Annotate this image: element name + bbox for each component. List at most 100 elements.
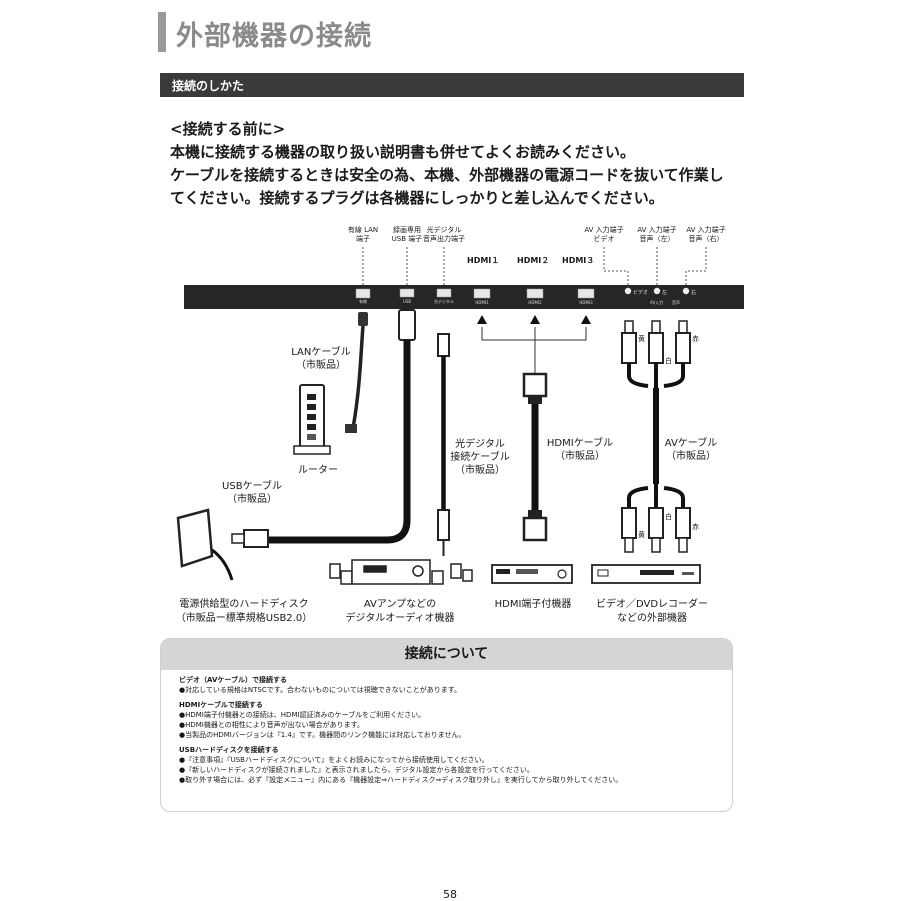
panel-hdmi1-label: HDMI1 (475, 300, 489, 305)
lan-plug-router (345, 424, 357, 433)
usb-cable-label-2: （市販品） (227, 494, 277, 505)
video-jack (624, 287, 632, 295)
av-left-port-label-1: AV 入力端子 (637, 226, 677, 234)
hdd-label-2: （市販品ー標準規格USB2.0） (175, 613, 313, 624)
router-illustration (293, 384, 331, 455)
hdmi3-arrow (581, 315, 591, 324)
hdmi3-label: HDMI３ (562, 256, 595, 265)
panel-hdmi3-label: HDMI3 (579, 300, 593, 305)
plug-red-bottom: 赤 (692, 523, 699, 531)
hdd-label: 電源供給型のハードディスク （市販品ー標準規格USB2.0） (164, 598, 324, 626)
notes-body: ビデオ（AVケーブル）で接続する ●対応している規格はNTSCです。合わないもの… (161, 670, 732, 785)
optical-port-label-2: 音声出力端子 (423, 235, 465, 243)
usb-port (399, 288, 415, 298)
optical-plug (437, 333, 450, 357)
usb-cable (268, 340, 411, 544)
notes-item: ●HDMI機器との相性により音声が出ない場合があります。 (179, 721, 364, 729)
notes-group-heading: ビデオ（AVケーブル）で接続する (179, 676, 287, 684)
notes-item: ●『新しいハードディスクが接続されました』と表示されましたら、デジタル設定から各… (179, 766, 534, 774)
page-number: 58 (443, 888, 457, 901)
usb-cable-label: USBケーブル （市販品） (210, 480, 294, 506)
lan-port-label: 有線 LAN 端子 (335, 226, 391, 244)
panel-left-label: 左 (662, 290, 668, 296)
plug-white-bottom: 白 (665, 513, 672, 521)
usb-port-label-2: USB 端子 (391, 235, 423, 243)
router-label: ルーター (298, 465, 338, 476)
panel-lan-label: 有線 (359, 299, 367, 304)
plug-yellow-top: 黄 (638, 335, 645, 343)
notes-item: ●HDMI端子付機器との接続は、HDMI認証済みのケーブルをご利用ください。 (179, 711, 426, 719)
hdmi2-arrow (530, 315, 540, 324)
plug-yellow-bottom: 黄 (638, 531, 645, 539)
panel-right-label: 右 (691, 290, 697, 296)
hdmi-cable-label-1: HDMIケーブル (546, 438, 614, 449)
hdmi3-port (577, 288, 595, 299)
notes-item: ●取り外す場合には、必ず『設定メニュー』内にある『機器設定⇒ハードディスク⇒ディ… (179, 776, 623, 784)
video-port-leader (603, 247, 629, 286)
connection-notes-box: 接続について ビデオ（AVケーブル）で接続する ●対応している規格はNTSCです… (160, 638, 733, 812)
section-title: 接続のしかた (172, 79, 245, 93)
panel-audio-label: 音声 (672, 300, 680, 305)
amp-label-2: デジタルオーディオ機器 (345, 613, 455, 624)
hdd-label-1: 電源供給型のハードディスク (179, 599, 309, 610)
av-cable-label: AVケーブル （市販品） (656, 437, 726, 463)
intro-line-2: ケーブルを接続するときは安全の為、本機、外部機器の電源コードを抜いて作業し (170, 166, 724, 184)
lan-cable-label-2: （市販品） (296, 360, 346, 371)
optical-cable-label-2: 接続ケーブル (450, 452, 510, 463)
intro-line-3: てください。接続するプラグは各機器にしっかりと差し込んでください。 (170, 189, 664, 207)
hdmi-cable-label: HDMIケーブル （市販品） (542, 437, 618, 463)
panel-usb-label: USB (402, 299, 412, 304)
recorder-label-2: などの外部機器 (617, 613, 687, 624)
av-right-port-label-2: 音声（右） (688, 235, 724, 243)
hdmi-plug (522, 372, 548, 398)
av-cable-label-2: （市販品） (666, 451, 716, 462)
lan-plug (358, 312, 368, 326)
optical-plug-amp (437, 509, 450, 541)
av-left-port-label: AV 入力端子 音声（左） (631, 226, 683, 244)
title-accent-bar (158, 12, 166, 52)
left-jack (653, 287, 661, 295)
notes-item: ●対応している規格はNTSCです。合わないものについては視聴できないことがありま… (179, 686, 461, 694)
notes-group-heading: HDMIケーブルで接続する (179, 701, 263, 709)
hdmi-plug-device (522, 516, 548, 542)
hdmi-cable-label-2: （市販品） (555, 451, 605, 462)
intro-line-1: 本機に接続する機器の取り扱い説明書も併せてよくお読みください。 (170, 143, 636, 161)
right-jack (682, 287, 690, 295)
hdmi-device-illustration (491, 564, 573, 584)
notes-group-heading: USBハードディスクを接続する (179, 746, 279, 754)
amp-label: AVアンプなどの デジタルオーディオ機器 (336, 598, 464, 626)
hdmi-bracket (481, 327, 587, 341)
usb-plug (398, 309, 416, 341)
usb-port-label: 録画専用 USB 端子 (379, 226, 435, 244)
hdmi-device-label-1: HDMI端子付機器 (494, 599, 572, 610)
panel-av-in-label: AV入力 (650, 300, 664, 305)
notes-item: ●『注意事項』『USBハードディスクについて』をよくお読みになってから接続使用し… (179, 756, 489, 764)
av-video-port-label: AV 入力端子 ビデオ (578, 226, 630, 244)
panel-video-label: ビデオ (633, 290, 649, 296)
hdd-illustration (176, 508, 214, 568)
amp-label-1: AVアンプなどの (363, 599, 437, 610)
lan-cable-label: LANケーブル （市販品） (287, 346, 355, 372)
hdmi1-port (473, 288, 491, 299)
hdmi2-port (526, 288, 544, 299)
hdmi1-label: HDMI１ (467, 256, 500, 265)
hdmi-device-label: HDMI端子付機器 (478, 598, 588, 612)
optical-cable-label-1: 光デジタル (455, 439, 505, 450)
lan-port (355, 288, 371, 299)
hdmi1-arrow (477, 315, 487, 324)
recorder-illustration (591, 564, 701, 584)
optical-port (436, 288, 452, 298)
panel-optical-label: 光デジタル (434, 299, 454, 304)
recorder-label: ビデオ／DVDレコーダー などの外部機器 (586, 598, 718, 626)
usb-cable-label-1: USBケーブル (222, 481, 282, 492)
optical-cable-label-3: （市販品） (455, 465, 505, 476)
tv-back-panel (184, 285, 744, 309)
intro-heading: <接続する前に> (170, 120, 286, 138)
av-video-port-label-1: AV 入力端子 (584, 226, 624, 234)
av-amp-illustration (329, 559, 473, 585)
section-header-bar (160, 73, 744, 97)
usb-port-label-1: 録画専用 (393, 226, 421, 234)
av-cable (621, 320, 691, 553)
lan-cable (351, 325, 365, 429)
plug-red-top: 赤 (692, 335, 699, 343)
